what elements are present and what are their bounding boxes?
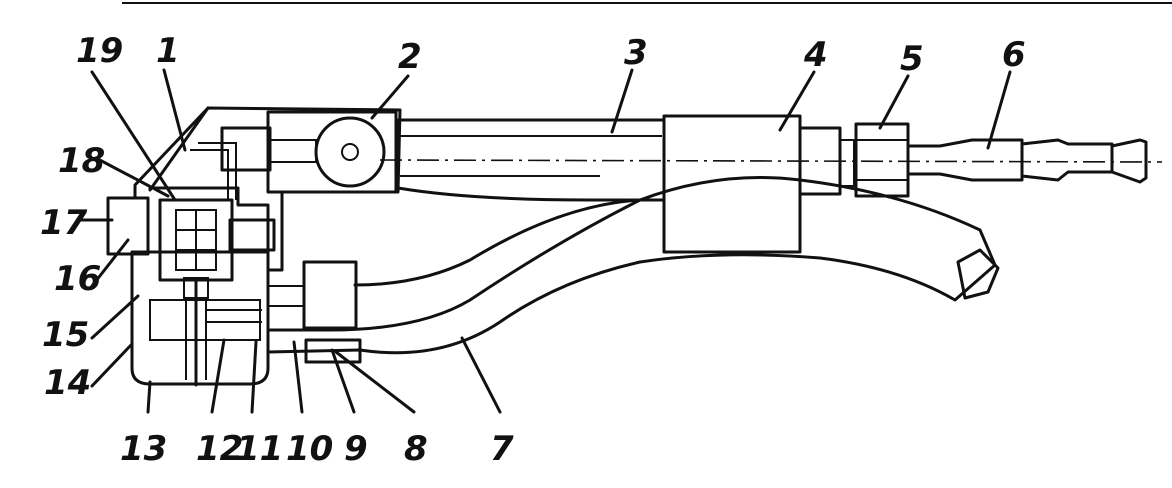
label-15: 15 <box>42 315 89 355</box>
handle-base <box>130 250 270 386</box>
hose-fitting <box>302 260 358 330</box>
label-16: 16 <box>54 259 101 299</box>
label-18: 18 <box>58 141 105 181</box>
union-nut <box>854 122 910 198</box>
label-17: 17 <box>40 203 88 243</box>
hose-nipple <box>906 138 1024 182</box>
label-9: 9 <box>344 429 368 469</box>
label-1: 1 <box>156 31 180 71</box>
label-13: 13 <box>120 429 167 469</box>
label-12: 12 <box>196 429 243 469</box>
label-5: 5 <box>900 39 924 79</box>
label-4: 4 <box>803 35 828 75</box>
leader-lines <box>78 68 1012 414</box>
center-line <box>379 159 1163 163</box>
label-8: 8 <box>404 429 428 469</box>
part-labels: 19 1 2 3 4 5 6 18 17 16 15 14 13 12 11 1… <box>40 31 1026 469</box>
control-wheel <box>314 116 386 188</box>
label-6: 6 <box>1002 35 1026 75</box>
handle-hose <box>266 176 997 355</box>
label-2: 2 <box>398 37 422 77</box>
label-3: 3 <box>624 33 648 73</box>
torch-head <box>106 106 402 387</box>
label-11: 11 <box>236 429 283 469</box>
label-7: 7 <box>490 429 514 469</box>
side-nut <box>106 196 150 256</box>
label-10: 10 <box>286 429 333 469</box>
clamp <box>304 338 362 364</box>
upper-assembly <box>220 110 1148 254</box>
gas-tube <box>396 118 666 202</box>
label-19: 19 <box>76 31 123 71</box>
sleeve <box>662 114 802 254</box>
label-14: 14 <box>44 363 91 403</box>
connector-block <box>266 110 398 194</box>
